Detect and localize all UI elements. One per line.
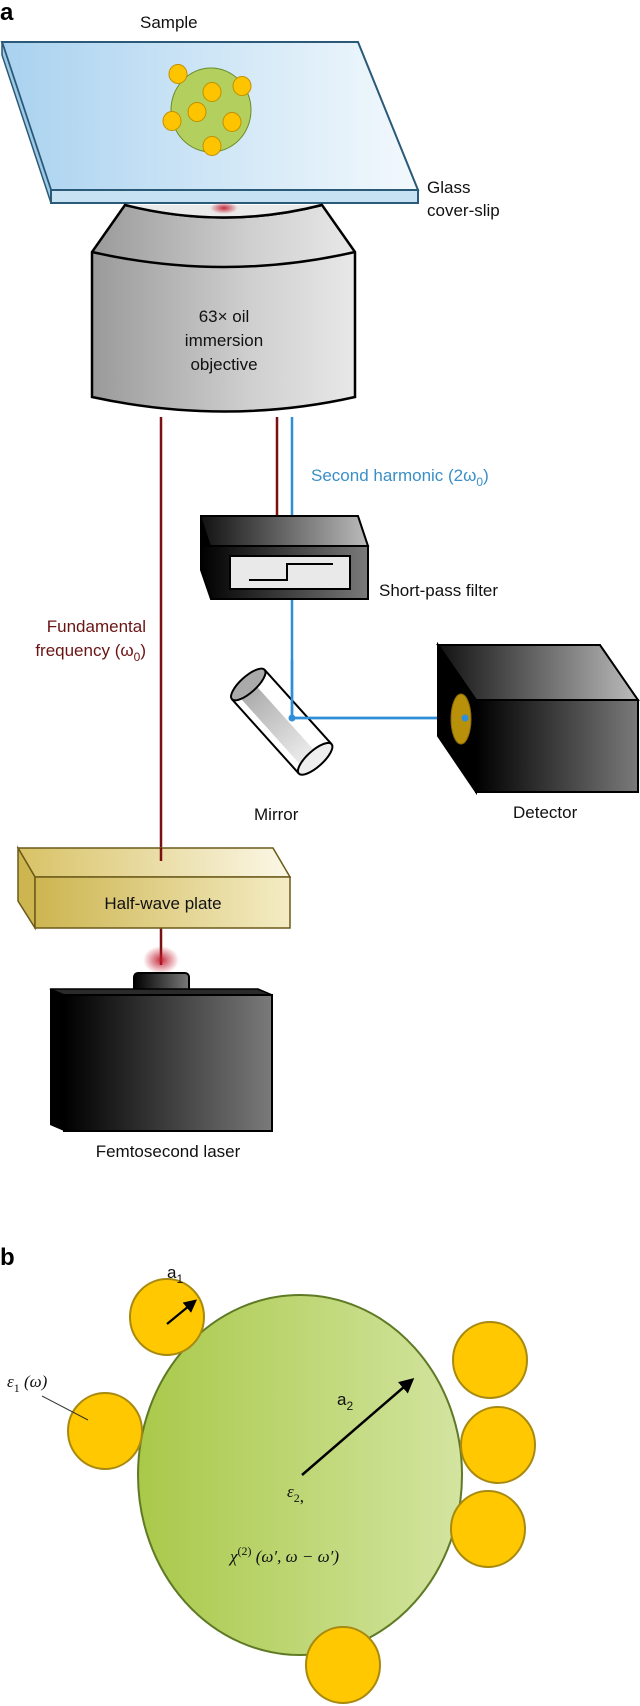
panel-a-label: a: [0, 0, 14, 26]
nanoparticle: [67, 1392, 143, 1470]
filter-label: Short-pass filter: [379, 581, 498, 600]
half-wave-plate: [16, 845, 292, 931]
panel-b-label: b: [0, 1244, 15, 1271]
radius-a2-arrow: [301, 1378, 415, 1476]
nanoparticle: [460, 1406, 536, 1484]
radius-a1-arrow: [166, 1299, 198, 1325]
sample-cell: [162, 64, 252, 156]
mirror-label: Mirror: [254, 805, 299, 824]
second-harmonic-label: Second harmonic (2ω0): [311, 466, 489, 489]
halfwave-label: Half-wave plate: [104, 894, 221, 913]
sample-nanoparticle: [168, 64, 188, 84]
femtosecond-laser: [49, 946, 273, 1132]
epsilon2-label: ε2,: [287, 1482, 304, 1506]
objective-label-line1: 63× oil: [199, 307, 250, 326]
filter-step-icon: [249, 563, 333, 581]
detector: [436, 641, 640, 796]
mirror: [230, 667, 334, 776]
short-pass-filter: [200, 515, 370, 600]
core-particle: [137, 1294, 463, 1656]
objective-label-line3: objective: [190, 355, 257, 374]
sample-label: Sample: [140, 13, 198, 32]
objective-lens: [90, 202, 357, 413]
nanoparticle: [452, 1321, 528, 1399]
mirror-reflection-point: [288, 714, 296, 722]
fundamental-label-line1: Fundamental: [47, 617, 146, 636]
detector-aperture: [450, 693, 472, 745]
fundamental-label-line2: frequency (ω0): [35, 641, 146, 664]
glass-label-line2: cover-slip: [427, 201, 500, 220]
chi2-label: χ(2) (ω′, ω − ω′): [228, 1544, 339, 1566]
sample-nanoparticle: [162, 111, 182, 131]
laser-label: Femtosecond laser: [96, 1142, 241, 1161]
sample-nanoparticle: [202, 136, 222, 156]
glass-label-line1: Glass: [427, 178, 470, 197]
a1-label: a1: [167, 1263, 183, 1286]
epsilon1-label: ε1 (ω): [7, 1372, 48, 1395]
objective-label-line2: immersion: [185, 331, 263, 350]
nanoparticle: [305, 1626, 381, 1704]
sample-nanoparticle: [222, 112, 242, 132]
detector-label: Detector: [513, 803, 578, 822]
sample-nanoparticle: [232, 76, 252, 96]
a2-label: a2: [337, 1390, 353, 1413]
sample-nanoparticle: [187, 102, 207, 122]
nanoparticle: [129, 1278, 205, 1356]
sample-nanoparticle: [202, 82, 222, 102]
nanoparticle: [450, 1490, 526, 1568]
epsilon1-leader-line: [41, 1395, 89, 1421]
